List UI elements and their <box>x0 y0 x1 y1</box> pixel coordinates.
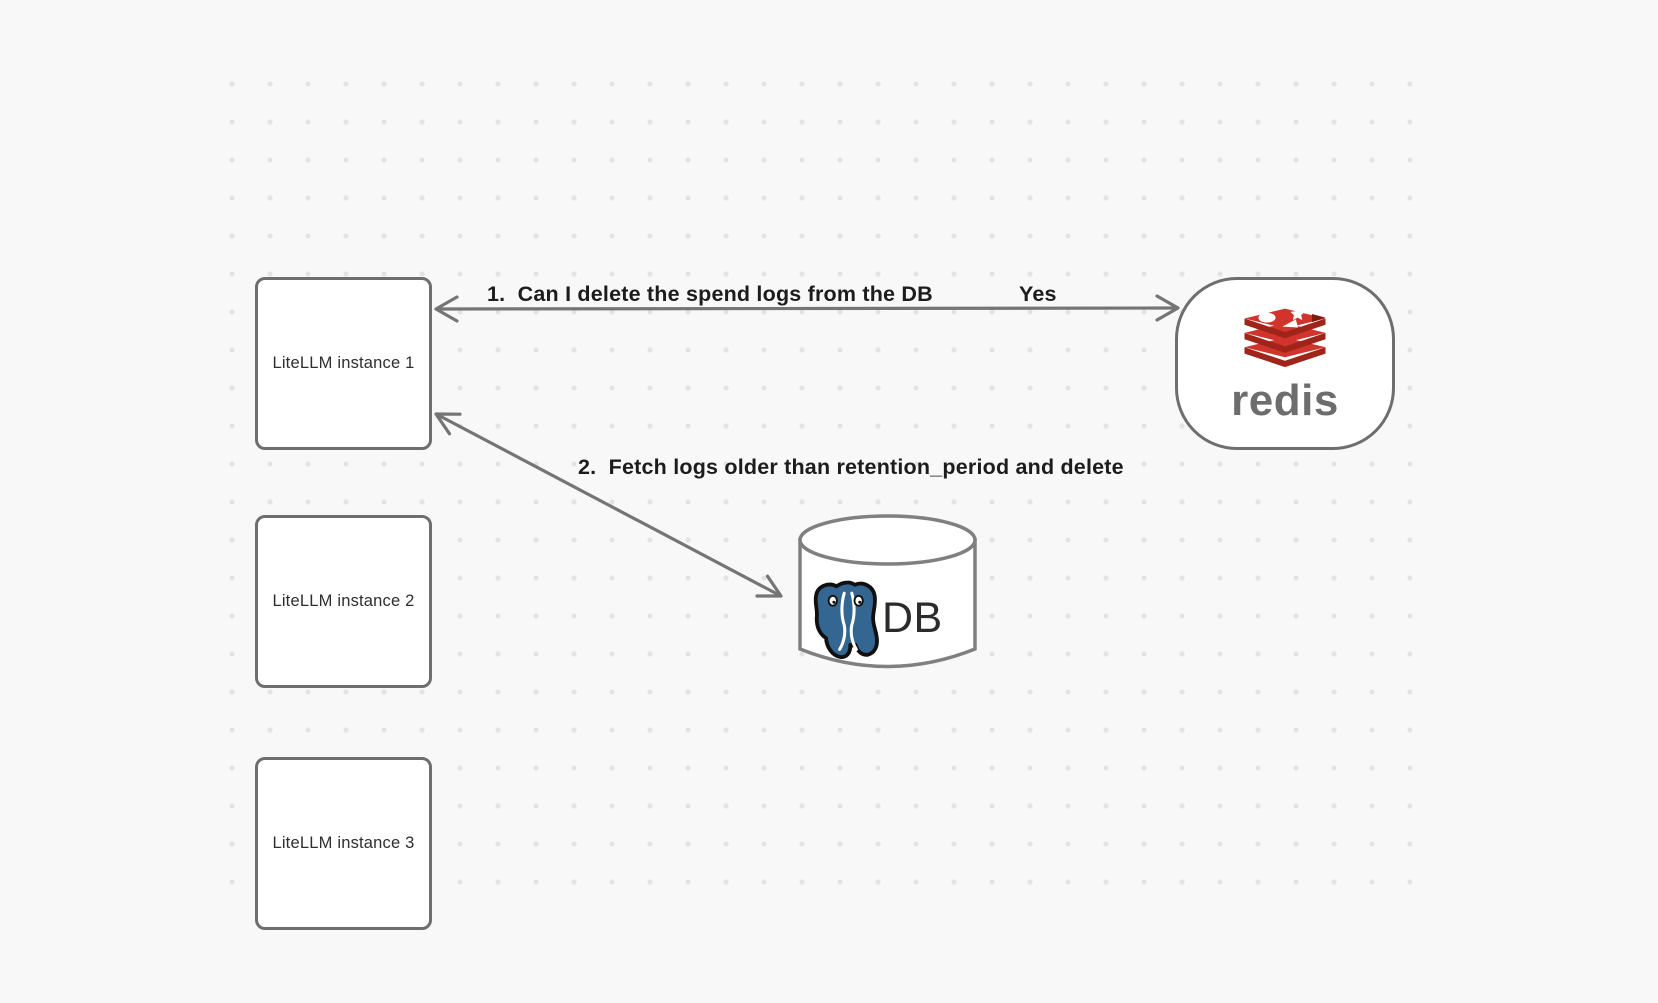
node-label: LiteLLM instance 3 <box>272 834 415 852</box>
node-redis[interactable]: redis <box>1175 277 1395 450</box>
edge-label-delete-spend-logs[interactable]: 1. Can I delete the spend logs from the … <box>487 282 933 306</box>
node-litellm-instance-3[interactable]: LiteLLM instance 3 <box>255 757 432 930</box>
node-db[interactable]: DB <box>795 513 980 679</box>
redis-logo-icon <box>1244 305 1326 367</box>
postgresql-elephant-icon <box>813 580 879 659</box>
db-label: DB <box>882 594 943 642</box>
arrowhead-db-end-icon <box>755 574 783 598</box>
node-litellm-instance-2[interactable]: LiteLLM instance 2 <box>255 515 432 688</box>
node-label: LiteLLM instance 1 <box>272 354 415 372</box>
redis-wordmark: redis <box>1231 375 1339 425</box>
arrow-litellm1-to-db[interactable] <box>434 412 783 598</box>
edge-label-fetch-logs[interactable]: 2. Fetch logs older than retention_perio… <box>578 455 1124 479</box>
node-litellm-instance-1[interactable]: LiteLLM instance 1 <box>255 277 432 450</box>
arrowhead-left-icon <box>434 295 459 323</box>
arrowhead-box-end-icon <box>434 412 462 436</box>
arrowhead-right-icon <box>1155 294 1180 322</box>
node-label: LiteLLM instance 2 <box>272 592 415 610</box>
dot-grid-background <box>213 65 1412 885</box>
arrow-redis-to-litellm1[interactable] <box>434 294 1180 323</box>
edge-label-yes[interactable]: Yes <box>1019 282 1057 306</box>
